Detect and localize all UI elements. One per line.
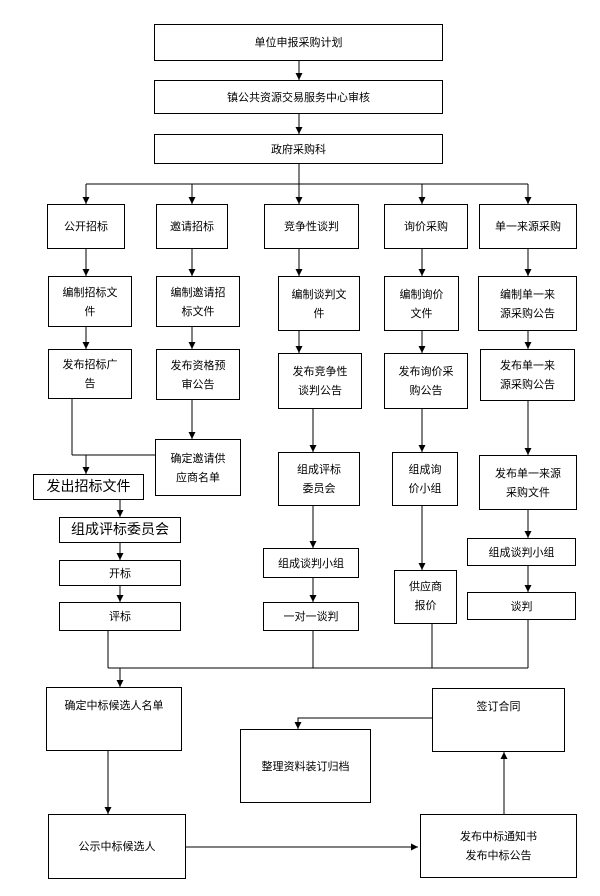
c3-publish-node: 发布竞争性 谈判公告: [278, 353, 362, 409]
c1-open-node: 开标: [59, 560, 181, 586]
c2-confirm-node: 确定邀请供 应商名单: [155, 439, 241, 496]
center-review-node: 镇公共资源交易服务中心审核: [154, 80, 443, 114]
notice-node: 发布中标通知书 发布中标公告: [420, 814, 577, 878]
candidates-node: 确定中标候选人名单: [46, 687, 182, 751]
c2-edit-node: 编制邀请招 标文件: [156, 276, 240, 327]
c3-edit-node: 编制谈判文 件: [278, 276, 360, 331]
unit-plan-node: 单位申报采购计划: [154, 24, 443, 61]
c1-committee-node: 组成评标委员会: [59, 517, 181, 543]
inquiry-node: 询价采购: [384, 204, 468, 249]
c5-edit-node: 编制单一来 源采购公告: [478, 276, 577, 331]
c1-evaluate-node: 评标: [59, 602, 181, 631]
competitive-node: 竞争性谈判: [264, 204, 359, 249]
publicize-node: 公示中标候选人: [48, 814, 186, 879]
c5-negotiate-node: 谈判: [467, 592, 576, 620]
c5-publish-node: 发布单一来 源采购公告: [480, 349, 575, 401]
c1-publish-node: 发布招标广 告: [48, 349, 132, 399]
c5-file-node: 发布单一来源 采购文件: [479, 455, 577, 510]
c1-edit-node: 编制招标文 件: [48, 276, 132, 327]
c4-group-node: 组成询 价小组: [392, 452, 458, 506]
open-tender-node: 公开招标: [47, 204, 125, 249]
archive-node: 整理资料装订归档: [240, 729, 371, 803]
c4-publish-node: 发布询价采 购公告: [384, 353, 468, 409]
c4-quote-node: 供应商 报价: [394, 570, 457, 624]
c3-negotiate-node: 一对一谈判: [263, 602, 359, 631]
arrow-sign-to-archive: [294, 717, 432, 729]
c3-committee-node: 组成评标 委员会: [278, 452, 360, 506]
c1-issue-node: 发出招标文件: [33, 474, 144, 500]
invite-tender-node: 邀请招标: [156, 204, 228, 249]
c3-group-node: 组成谈判小组: [263, 548, 359, 578]
gov-dept-node: 政府采购科: [154, 134, 443, 164]
sign-node: 签订合同: [432, 688, 565, 752]
c2-publish-node: 发布资格预 审公告: [156, 349, 240, 400]
single-source-node: 单一来源采购: [479, 204, 577, 249]
c4-edit-node: 编制询价 文件: [384, 276, 459, 331]
c5-group-node: 组成谈判小组: [467, 538, 576, 566]
